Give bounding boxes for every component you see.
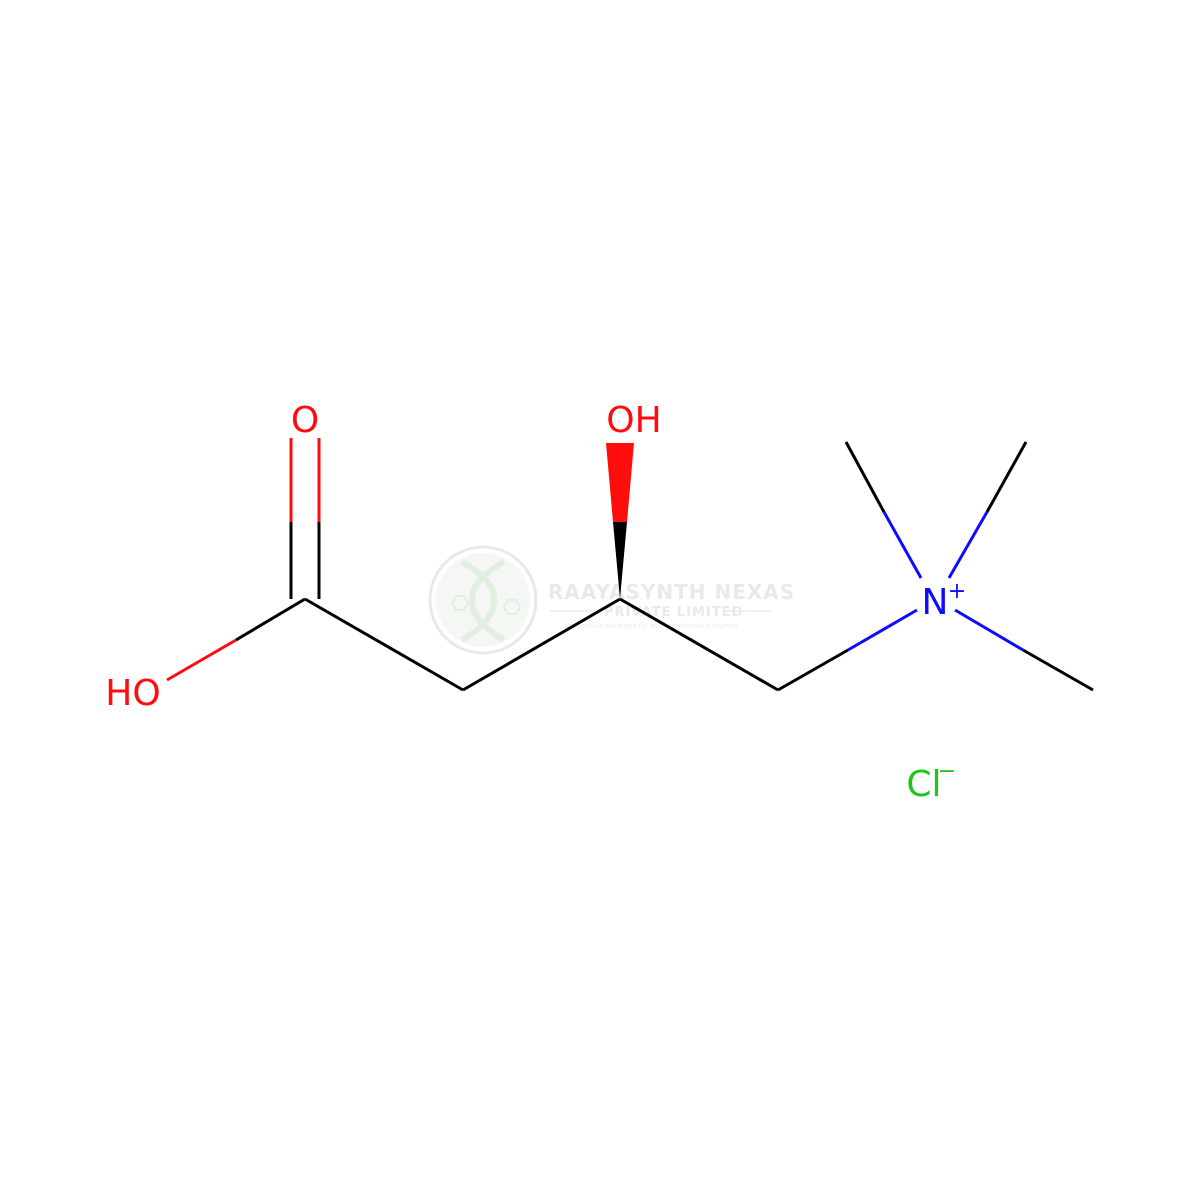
chloride-charge: −	[938, 759, 956, 784]
bond-n-methyl-right-black	[1022, 648, 1094, 692]
acid-hydroxyl-label: HO	[105, 673, 160, 714]
wedge-bond-red	[606, 443, 634, 522]
bond-n-methyl-upper-right-black	[985, 441, 1028, 513]
bond-c1-c2	[304, 597, 464, 692]
bond-c2-c3	[462, 597, 621, 692]
watermark-logo-disc	[436, 553, 530, 647]
hydroxyl-label: OH	[606, 400, 661, 441]
watermark: RAAYASYNTH NEXAS PRIVATE LIMITED innovat…	[428, 545, 795, 655]
bond-n-methyl-upper-left-blue	[882, 511, 923, 579]
watermark-tagline: innovative solutions for every molecule'…	[566, 622, 738, 630]
nitrogen-charge: +	[948, 579, 966, 604]
bond-c4-n-blue	[847, 608, 918, 652]
carbonyl-oxygen-label: O	[291, 400, 319, 441]
atom-labels: O HO OH N + Cl −	[105, 400, 966, 805]
watermark-subtitle: PRIVATE LIMITED	[604, 605, 743, 620]
chloride-label: Cl	[906, 764, 941, 805]
watermark-helix-icon	[460, 559, 506, 643]
bonds	[166, 438, 1094, 692]
wedge-bond	[606, 443, 634, 599]
bond-n-methyl-upper-left-black	[844, 441, 886, 513]
wedge-bond-black	[613, 522, 627, 599]
nitrogen-label: N	[922, 582, 949, 623]
watermark-logo-ring	[428, 545, 538, 655]
bond-c3-c4	[619, 597, 779, 692]
bond-c4-n-black	[777, 648, 849, 692]
acid-c-o-bond-black	[235, 597, 306, 642]
watermark-title: RAAYASYNTH NEXAS	[548, 580, 795, 604]
acid-c-o-bond-red	[166, 638, 237, 682]
bond-n-methyl-right-blue	[954, 608, 1024, 652]
watermark-hexagon-icon	[450, 595, 470, 611]
bond-n-methyl-upper-right-blue	[947, 511, 989, 579]
watermark-hexagon-icon-2	[502, 599, 522, 615]
